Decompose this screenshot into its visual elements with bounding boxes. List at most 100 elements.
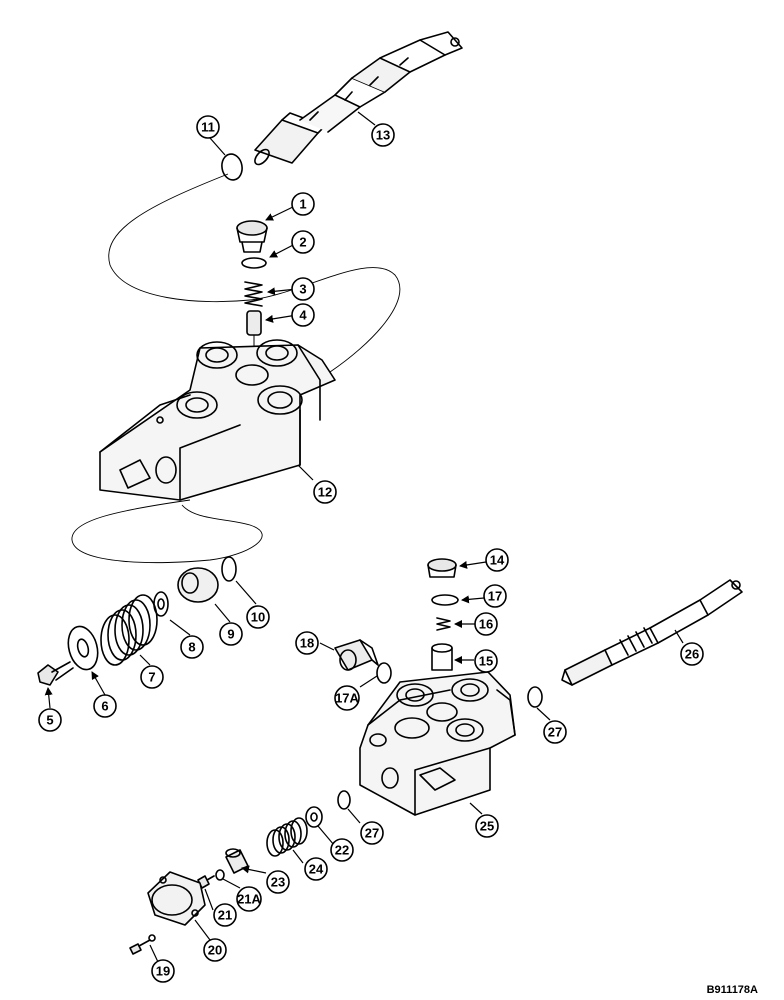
bolt-5	[37, 661, 74, 686]
callout-13: 13	[371, 123, 395, 147]
callout-bubbles: 123456789101112131415161717A1819202121A2…	[38, 115, 704, 983]
callout-27a: 27	[543, 720, 567, 744]
callout-2: 2	[291, 230, 315, 254]
callout-4: 4	[291, 303, 315, 327]
callout-3: 3	[291, 277, 315, 301]
callout-number: 6	[101, 699, 108, 714]
callout-18: 18	[295, 631, 319, 655]
upper-spool-shaft	[254, 31, 463, 166]
spring-24	[266, 817, 308, 857]
callout-circle	[151, 959, 175, 983]
callout-number: 9	[227, 627, 234, 642]
washer-22	[305, 806, 323, 828]
drawing-reference-code: B911178A	[707, 984, 758, 996]
o-ring-10	[221, 556, 237, 582]
callout-circle	[475, 814, 499, 838]
callout-circle	[219, 622, 243, 646]
callout-number: 3	[299, 282, 306, 297]
callout-number: 18	[300, 636, 314, 651]
callout-8: 8	[180, 635, 204, 659]
callout-number: 22	[335, 843, 349, 858]
callout-circle	[304, 857, 328, 881]
o-ring-2	[241, 257, 267, 269]
callout-number: 2	[299, 235, 306, 250]
callout-7: 7	[140, 665, 164, 689]
callout-number: 11	[201, 120, 215, 135]
washer-21a	[215, 869, 225, 881]
callout-circle	[196, 115, 220, 139]
collar-9	[177, 567, 219, 603]
callout-11: 11	[196, 115, 220, 139]
callout-number: 21A	[237, 892, 261, 907]
callout-9: 9	[219, 622, 243, 646]
callout-number: 15	[479, 654, 493, 669]
o-ring-17a	[376, 662, 392, 684]
callout-17a: 17A	[334, 685, 360, 711]
callout-number: 16	[479, 617, 493, 632]
callout-circle	[371, 123, 395, 147]
callout-number: 8	[188, 640, 195, 655]
callout-circle	[483, 584, 507, 608]
callout-14: 14	[485, 548, 509, 572]
callout-number: 24	[309, 862, 324, 877]
callout-22: 22	[330, 838, 354, 862]
callout-circle	[291, 277, 315, 301]
callout-number: 12	[318, 485, 332, 500]
callout-number: 19	[156, 964, 170, 979]
callout-leaders	[44, 111, 684, 963]
callout-circle	[236, 886, 262, 912]
callout-number: 21	[218, 908, 232, 923]
callout-circle	[291, 192, 315, 216]
callout-21: 21	[213, 903, 237, 927]
callout-number: 14	[490, 553, 505, 568]
callout-circle	[38, 708, 62, 732]
callout-circle	[295, 631, 319, 655]
poppet-4	[246, 310, 262, 349]
callout-circle	[330, 838, 354, 862]
poppet-15	[431, 643, 453, 671]
spring-7	[100, 594, 158, 666]
callout-circle	[543, 720, 567, 744]
callout-number: 4	[299, 308, 307, 323]
assembly-lines	[71, 173, 401, 564]
callout-circle	[266, 870, 290, 894]
callout-circle	[203, 938, 227, 962]
o-ring-17	[431, 594, 459, 606]
callout-5: 5	[38, 708, 62, 732]
callout-number: 7	[148, 670, 155, 685]
callout-25: 25	[475, 814, 499, 838]
callout-number: 13	[376, 128, 390, 143]
o-ring-11	[221, 153, 243, 181]
washer-6	[67, 625, 99, 671]
callout-number: 23	[271, 875, 285, 890]
callout-number: 17A	[335, 691, 359, 706]
callout-number: 17	[488, 589, 502, 604]
callout-10: 10	[246, 605, 270, 629]
callout-circle	[291, 303, 315, 327]
callout-number: 25	[480, 819, 494, 834]
lower-spool-shaft	[561, 579, 743, 686]
spring-3	[244, 281, 263, 307]
relief-valve-18	[334, 639, 379, 671]
callout-19: 19	[151, 959, 175, 983]
collar-23	[225, 848, 249, 874]
callout-circle	[485, 548, 509, 572]
callout-17: 17	[483, 584, 507, 608]
callout-number: 27	[548, 725, 562, 740]
callout-circle	[313, 480, 337, 504]
o-ring-27-right	[527, 686, 543, 708]
callout-circle	[474, 649, 498, 673]
callout-circle	[360, 821, 384, 845]
callout-circle	[680, 642, 704, 666]
callout-number: 20	[208, 943, 222, 958]
screws-19	[129, 934, 156, 955]
callout-20: 20	[203, 938, 227, 962]
callout-circle	[213, 903, 237, 927]
callout-26: 26	[680, 642, 704, 666]
callout-16: 16	[474, 612, 498, 636]
callout-circle	[246, 605, 270, 629]
callout-21a: 21A	[236, 886, 262, 912]
callout-circle	[140, 665, 164, 689]
spring-16	[436, 617, 451, 631]
lower-valve-body	[359, 671, 516, 816]
